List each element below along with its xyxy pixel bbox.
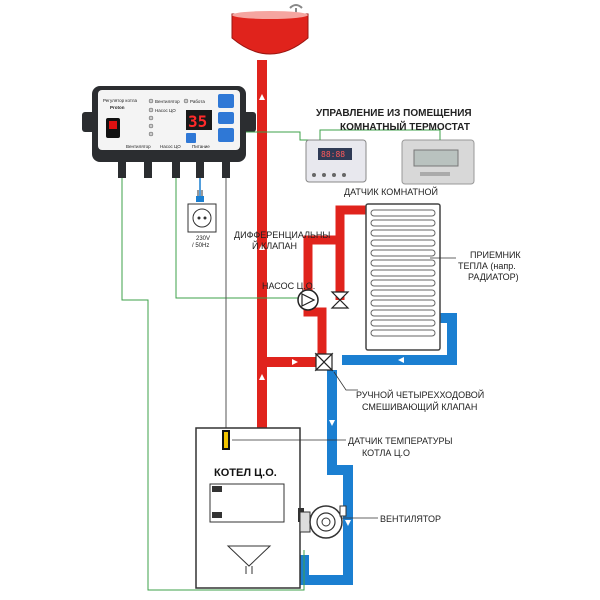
up-button[interactable] [218,94,234,108]
mix-valve-label-1: РУЧНОЙ ЧЕТЫРЕХХОДОВОЙ [356,389,484,400]
boiler [195,427,304,589]
room-control-title: УПРАВЛЕНИЕ ИЗ ПОМЕЩЕНИЯ [316,108,472,119]
mixing-valve [314,352,334,372]
pump [297,289,319,311]
menu-button[interactable] [218,112,234,124]
diff-valve-label-2: Й КЛАПАН [252,240,297,251]
display-value: 35 [188,112,207,131]
radiator-label-3: РАДИАТОР) [468,272,519,282]
fan [299,505,347,539]
hot-flow-arrows [259,94,298,380]
label-pump-out: Насос ЦО [160,144,181,149]
svg-text:88:88: 88:88 [321,150,345,159]
mix-valve-label-2: СМЕШИВАЮЩИЙ КЛАПАН [362,401,477,412]
expansion-tank [231,4,309,55]
pump-label: НАСОС Ц.О. [262,281,315,291]
wires [121,131,320,591]
indicator-fan: Вентилятор [155,99,180,104]
cold-flow-arrows [329,357,404,526]
controller: 35 Регулятор котла Proton Вентилятор Раб… [82,86,256,178]
radiator-label-1: ПРИЕМНИК [470,250,521,260]
temp-sensor-label-2: КОТЛА Ц.О [362,448,410,458]
controller-model: Proton [110,105,125,110]
label-power-out: Питание [192,144,210,149]
differential-valve [330,291,350,309]
power-label-2: / 50Hz [192,243,209,249]
indicator-work: Работа [190,99,205,104]
radiator [365,203,441,351]
select-button[interactable] [186,133,196,143]
indicator-pump: Насос ЦО [155,108,176,113]
room-thermostat-2 [401,139,475,185]
power-socket [187,190,217,233]
radiator-label-2: ТЕПЛА (напр. [458,261,516,271]
thermostat-wire [319,129,441,140]
fan-label: ВЕНТИЛЯТОР [380,514,441,524]
room-thermostat-1: 88:88 [305,139,367,183]
controller-brand: Регулятор котла [103,98,137,103]
room-sensor-label: ДАТЧИК КОМНАТНОЙ [344,186,438,197]
temperature-display [186,110,212,130]
diff-valve-label-1: ДИФФЕРЕНЦИАЛЬНЫ [234,230,330,240]
temp-sensor-label-1: ДАТЧИК ТЕМПЕРАТУРЫ [348,436,452,446]
mix-valve-leader [333,371,358,391]
down-button[interactable] [218,128,234,142]
boiler-label: КОТЕЛ Ц.О. [214,467,277,479]
power-label-1: 230V [196,236,210,242]
label-fan-out: Вентилятор [126,144,151,149]
room-control-subtitle: КОМНАТНЫЙ ТЕРМОСТАТ [340,120,470,133]
